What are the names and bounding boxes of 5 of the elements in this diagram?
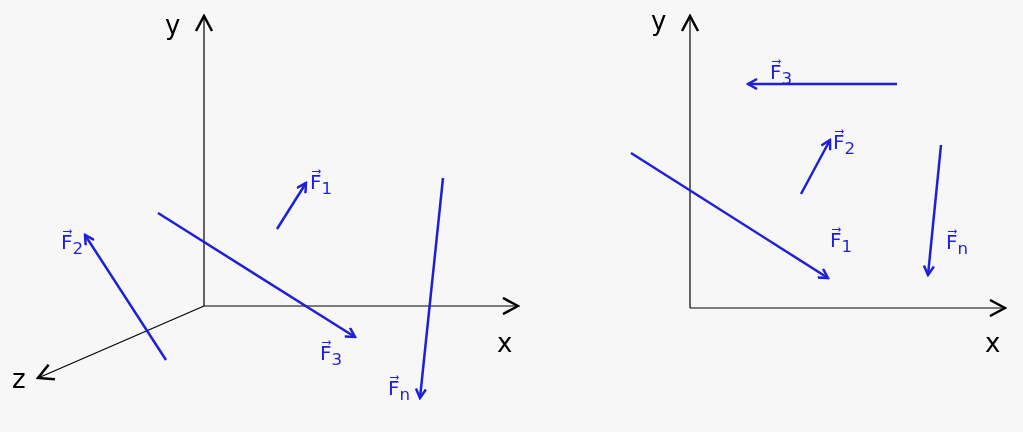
axis-label: y [165, 12, 181, 38]
axis-label: x [985, 330, 1001, 356]
axis-label: x [497, 330, 513, 356]
axis-label: y [651, 8, 667, 34]
axis-label: z [12, 366, 26, 392]
